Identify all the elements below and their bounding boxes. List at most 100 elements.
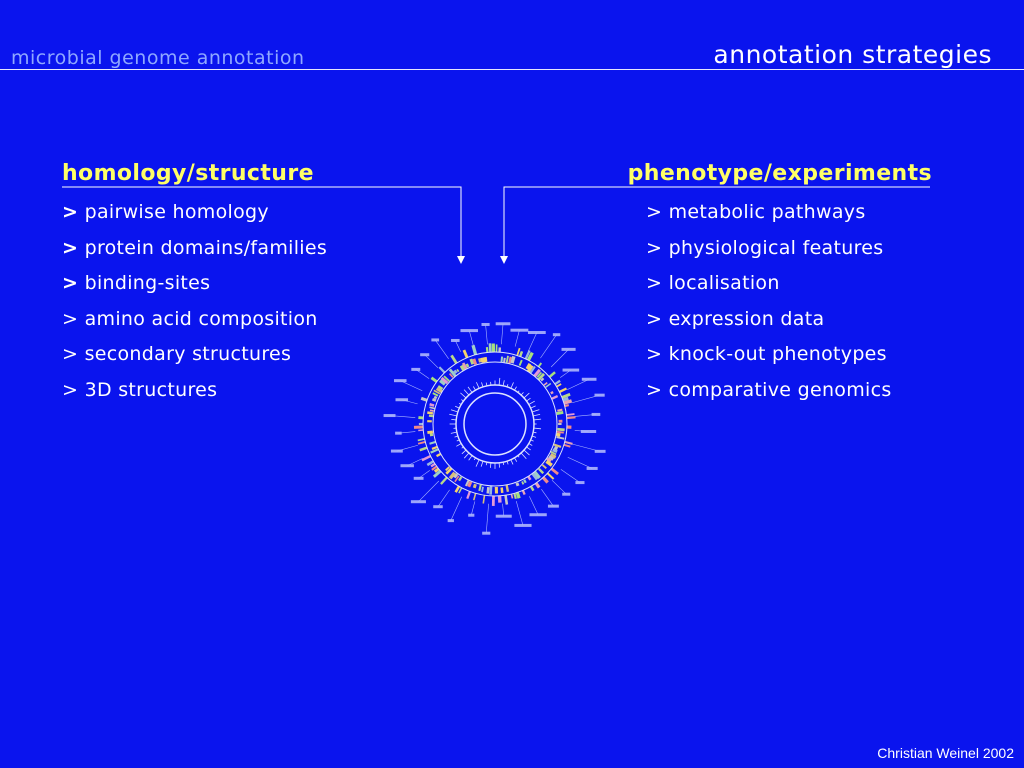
author-credit: Christian Weinel 2002: [877, 745, 1014, 761]
gene-tick: [465, 363, 470, 368]
list-item: > physiological features: [646, 231, 892, 267]
gene-tick: [521, 481, 525, 485]
gene-tick: [505, 484, 510, 493]
gene-tick: [554, 379, 561, 386]
gene-tick: [518, 350, 524, 357]
gene-tick: [429, 409, 434, 412]
gene-tick: [431, 397, 437, 402]
left-list: > pairwise homology > protein domains/fa…: [62, 195, 327, 409]
feature-leader-line: [541, 489, 554, 507]
skew-tick: [523, 449, 530, 456]
feature-leader-line: [415, 369, 430, 379]
skew-tick: [456, 443, 462, 447]
gene-tick: [549, 453, 557, 459]
list-item-text: physiological features: [668, 236, 884, 259]
gene-tick: [552, 448, 558, 454]
skew-tick: [463, 452, 470, 459]
bullet-marker: >: [62, 201, 79, 223]
feature-leader-line: [468, 330, 475, 347]
gene-tick: [564, 440, 573, 445]
list-item: > knock-out phenotypes: [646, 337, 892, 373]
gene-tick: [524, 350, 531, 360]
feature-label-mark: [562, 368, 580, 372]
skew-tick: [533, 414, 541, 417]
feature-leader-line: [572, 443, 601, 452]
right-list: > metabolic pathways > physiological fea…: [646, 195, 892, 409]
skew-tick: [480, 460, 484, 467]
gene-tick: [540, 377, 545, 382]
gene-tick: [432, 392, 439, 397]
gene-tick: [556, 432, 561, 437]
feature-label-mark: [447, 519, 454, 523]
gene-tick: [426, 460, 435, 467]
gene-tick: [483, 356, 488, 363]
gene-tick: [558, 387, 568, 394]
list-item: > pairwise homology: [62, 195, 327, 231]
skew-tick: [489, 462, 492, 468]
list-item-text: pairwise homology: [84, 201, 269, 223]
list-item-text: binding-sites: [84, 272, 211, 295]
gene-tick: [429, 440, 436, 445]
gene-tick: [529, 365, 536, 374]
feature-label-mark: [395, 431, 402, 435]
gene-tick: [510, 355, 516, 364]
gene-tick: [553, 445, 559, 451]
gene-tick: [550, 467, 559, 476]
gene-tick: [533, 368, 541, 378]
right-arrowhead: [500, 256, 508, 264]
gene-tick: [429, 433, 434, 437]
gene-tick: [440, 376, 449, 385]
feature-leader-line: [437, 489, 450, 507]
skew-tick: [526, 397, 531, 402]
feature-label-mark: [594, 449, 606, 453]
gene-tick: [510, 493, 514, 499]
list-item-text: amino acid composition: [84, 307, 318, 330]
gene-tick: [448, 471, 456, 480]
skew-tick: [514, 457, 518, 462]
feature-label-mark: [460, 329, 479, 333]
gene-tick: [482, 495, 486, 504]
gene-tick: [461, 362, 468, 370]
gene-tick: [500, 487, 504, 494]
gene-tick: [515, 491, 521, 499]
bullet-marker: >: [62, 378, 79, 401]
feature-leader-line: [540, 334, 557, 359]
gene-tick: [419, 446, 428, 452]
gene-tick: [454, 475, 460, 483]
gc-skew-ring: [455, 384, 535, 464]
gene-tick: [536, 371, 543, 378]
list-item: > protein domains/families: [62, 231, 327, 267]
gene-tick: [453, 369, 458, 374]
gene-tick: [505, 355, 509, 364]
gene-tick: [443, 375, 450, 382]
header-divider: [0, 69, 1024, 70]
gene-tick: [428, 414, 434, 418]
bullet-marker: >: [646, 307, 663, 330]
skew-tick: [533, 427, 542, 430]
feature-label-mark: [411, 367, 421, 371]
feature-label-mark: [431, 338, 440, 342]
gene-tick: [541, 476, 549, 484]
gene-tick: [433, 395, 438, 400]
left-connector-line: [62, 186, 462, 256]
gene-tick: [456, 368, 460, 373]
gene-tick: [556, 411, 564, 415]
gene-tick: [417, 440, 426, 445]
gene-tick: [537, 362, 543, 368]
gene-tick: [459, 364, 466, 371]
gene-tick: [430, 448, 439, 454]
gene-tick: [429, 406, 435, 410]
gene-tick: [472, 358, 478, 365]
gene-tick: [546, 457, 552, 463]
feature-leader-line: [455, 340, 461, 352]
gene-tick: [486, 487, 490, 494]
gene-tick: [440, 476, 448, 485]
gene-tick: [458, 476, 463, 482]
feature-leader-line: [485, 503, 489, 534]
gene-tick: [448, 372, 454, 378]
feature-leader-line: [574, 430, 589, 432]
gene-tick: [464, 479, 470, 487]
gene-tick: [454, 485, 461, 493]
genome-gene-ticks: [413, 343, 576, 506]
gene-tick: [432, 469, 442, 478]
